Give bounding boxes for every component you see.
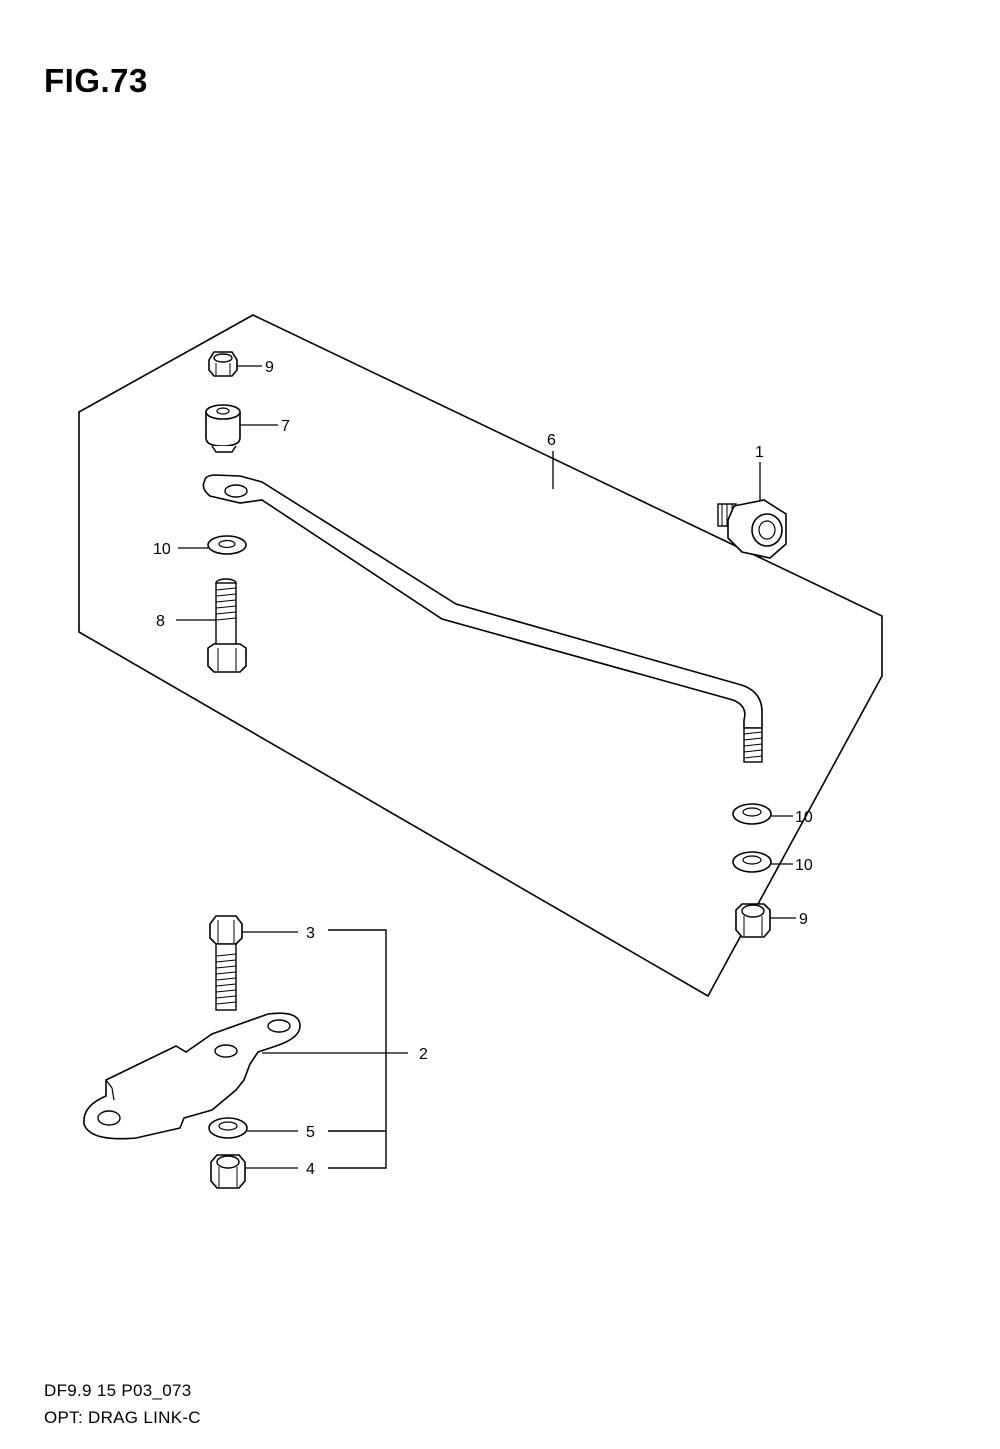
figure-title: FIG.73	[44, 62, 148, 99]
callout-4: 4	[306, 1161, 315, 1178]
bolt-icon	[209, 915, 243, 1011]
nut-icon	[208, 351, 238, 377]
washer-icon	[732, 851, 772, 873]
callout-10-left: 10	[153, 541, 171, 558]
callout-10-right-a: 10	[795, 809, 813, 826]
bracket-plate-icon	[83, 1012, 301, 1140]
washer-icon	[732, 803, 772, 825]
washer-icon	[207, 535, 247, 555]
callout-3: 3	[306, 925, 315, 942]
washer-icon	[208, 1117, 248, 1139]
callout-5: 5	[306, 1124, 315, 1141]
callout-9-top: 9	[265, 359, 274, 376]
nut-icon	[735, 903, 771, 938]
group-bracket	[328, 929, 387, 1169]
figure-caption: OPT: DRAG LINK-C	[44, 1408, 201, 1427]
figure-code: DF9.9 15 P03_073	[44, 1381, 192, 1400]
callout-2: 2	[419, 1046, 428, 1063]
spacer-icon	[205, 404, 241, 453]
callout-7: 7	[281, 418, 290, 435]
callout-9-right: 9	[799, 911, 808, 928]
drag-link-rod-icon	[202, 474, 763, 763]
callout-10-right-b: 10	[795, 857, 813, 874]
bolt-icon	[207, 578, 247, 673]
callout-8: 8	[156, 613, 165, 630]
nut-icon	[210, 1154, 246, 1189]
callout-1: 1	[755, 444, 764, 461]
callout-6: 6	[547, 432, 556, 449]
adapter-fitting-icon	[717, 499, 787, 559]
assembly-outline	[78, 314, 883, 998]
